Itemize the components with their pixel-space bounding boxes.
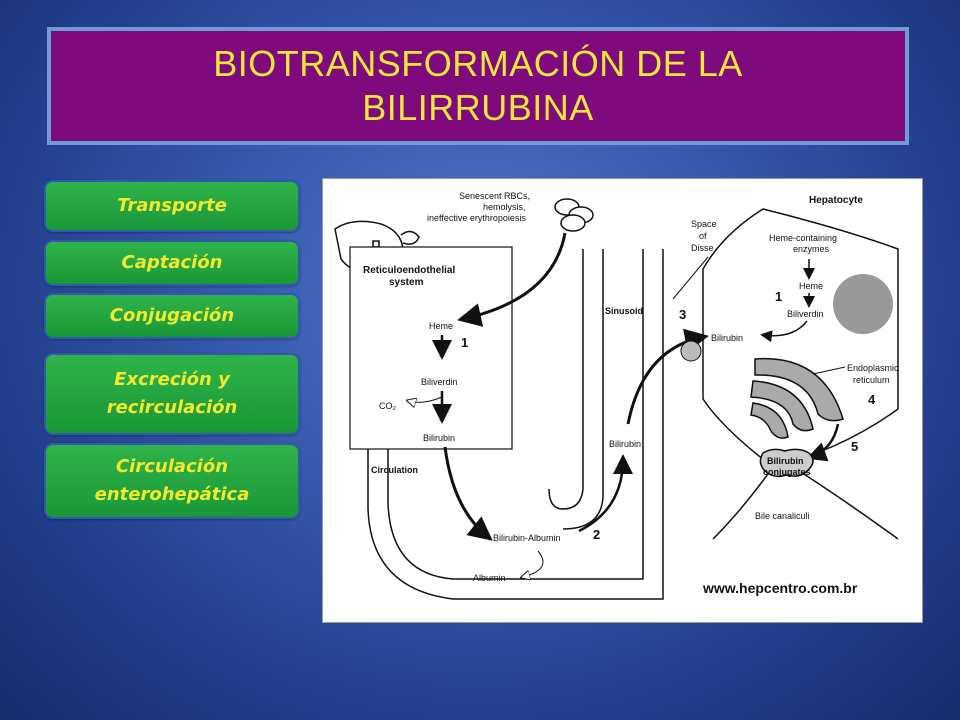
diagram-svg: Reticuloendothelial system Heme 1 Bilive… — [334, 191, 899, 600]
bilirubin-res-label: Bilirubin — [423, 433, 455, 443]
step-4: 4 — [868, 392, 876, 407]
conjugates-label-2: conjugates — [763, 467, 811, 477]
hepatocyte-label: Hepatocyte — [809, 195, 863, 206]
biliverdin-label: Biliverdin — [421, 377, 458, 387]
senescent-label-1: Senescent RBCs, — [459, 191, 530, 201]
menu-button-excrecion[interactable]: Excreción y recirculación — [44, 353, 300, 435]
er-label-1: Endoplasmic — [847, 363, 899, 373]
menu-button-captacion[interactable]: Captación — [44, 240, 300, 286]
menu-button-conjugacion[interactable]: Conjugación — [44, 293, 300, 339]
bilirubin-albumin-label: Bilirubin-Albumin — [493, 533, 561, 543]
menu-label: Captación — [121, 252, 223, 273]
res-label-2: system — [389, 277, 424, 288]
circulation-vessel — [367, 249, 664, 600]
circulation-label: Circulation — [371, 465, 418, 475]
menu-button-circulacion[interactable]: Circulación enterohepática — [44, 443, 300, 519]
conjugates-blob — [759, 448, 814, 478]
disse-label-2: of — [699, 231, 707, 241]
er-label-2: reticulum — [853, 375, 890, 385]
menu-label: Transporte — [117, 195, 227, 216]
step-1a: 1 — [461, 335, 468, 350]
step-3: 3 — [679, 307, 686, 322]
co2-label: CO₂ — [379, 401, 397, 411]
conjugates-label-1: Bilirubin — [767, 456, 804, 466]
res-label-1: Reticuloendothelial — [363, 265, 455, 276]
senescent-label-3: ineffective erythropoiesis — [427, 213, 526, 223]
step-5: 5 — [851, 439, 858, 454]
title-box: BIOTRANSFORMACIÓN DE LA BILIRRUBINA — [47, 27, 909, 145]
disse-label-3: Disse — [691, 243, 714, 253]
heme-enzymes-label-2: enzymes — [793, 244, 830, 254]
res-box — [349, 246, 513, 450]
nucleus — [833, 274, 893, 334]
bilirubin-metabolism-diagram: Reticuloendothelial system Heme 1 Bilive… — [322, 178, 923, 623]
albumin-label: Albumin — [473, 573, 506, 583]
menu-label: Circulación enterohepática — [94, 456, 250, 505]
heme-enzymes-label-1: Heme-containing — [769, 233, 837, 243]
website-label: www.hepcentro.com.br — [702, 580, 858, 596]
menu-button-transporte[interactable]: Transporte — [44, 180, 300, 232]
sinusoid-label: Sinusoid — [605, 306, 643, 316]
heme-hep-label: Heme — [799, 281, 823, 291]
disse-label-1: Space — [691, 219, 717, 229]
rbc-cluster — [554, 198, 594, 232]
step-1b: 1 — [775, 289, 782, 304]
menu-label: Conjugación — [109, 305, 235, 326]
canaliculi-label: Bile canaliculi — [755, 511, 810, 521]
menu-label: Excreción y recirculación — [106, 369, 238, 418]
senescent-label-2: hemolysis, — [483, 202, 526, 212]
er-shapes — [750, 357, 844, 439]
heme-label: Heme — [429, 321, 453, 331]
bilirubin-plasma-label: Bilirubin — [609, 439, 641, 449]
bilirubin-hep-label: Bilirubin — [711, 333, 743, 343]
biliverdin-hep-label: Biliverdin — [787, 309, 824, 319]
page-title: BIOTRANSFORMACIÓN DE LA BILIRRUBINA — [213, 43, 743, 128]
step-2: 2 — [593, 527, 600, 542]
